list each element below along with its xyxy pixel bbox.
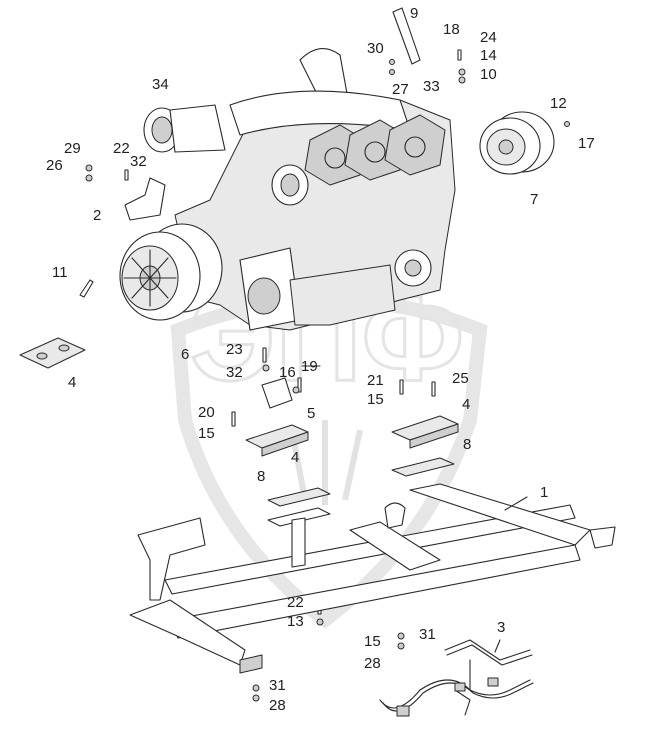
valve-covers [304,114,446,186]
label-32: 32 [130,153,147,170]
label-17: 17 [578,135,595,152]
label-28-lower: 28 [269,697,286,714]
label-5: 5 [307,405,315,422]
label-19: 19 [301,358,318,375]
label-7: 7 [530,191,538,208]
fasteners [85,49,570,702]
label-12: 12 [550,95,567,112]
label-2: 2 [93,207,101,224]
label-31: 31 [419,626,436,643]
label-4-right: 4 [462,396,470,413]
label-20: 20 [198,404,215,421]
label-22: 22 [113,140,130,157]
label-15-left: 15 [198,425,215,442]
label-16: 16 [279,364,296,381]
label-30: 30 [367,40,384,57]
frame-rail-rear [164,504,576,595]
label-25: 25 [452,370,469,387]
stud-part-11 [79,279,94,298]
label-11: 11 [52,264,68,281]
frame-part-1 [129,483,616,674]
turbocharger [143,104,226,153]
frame-post [291,517,306,568]
mount-stack-left [245,377,331,527]
label-9: 9 [410,5,418,22]
label-8-left: 8 [257,468,265,485]
label-21: 21 [367,372,384,389]
frame-bracket-left [137,517,206,601]
frame-end-right [589,526,616,549]
label-32-lower: 32 [226,364,243,381]
label-31-lower: 31 [269,677,286,694]
label-4-left: 4 [68,374,76,391]
label-29: 29 [64,140,81,157]
engine-mount-left [19,337,86,369]
label-18: 18 [443,21,460,38]
label-15: 15 [367,391,384,408]
label-28: 28 [364,655,381,672]
label-4-center: 4 [291,449,299,466]
label-14: 14 [480,47,497,64]
label-22-lower: 22 [287,594,304,611]
label-24: 24 [480,29,497,46]
frame-hook [384,502,406,529]
label-13: 13 [287,613,304,630]
frame-cross-mid [349,521,441,571]
label-15-lower: 15 [364,633,381,650]
label-10: 10 [480,66,497,83]
label-1: 1 [540,484,548,501]
label-27: 27 [392,81,409,98]
flywheel-housing [239,247,301,331]
label-26: 26 [46,157,63,174]
label-8-right: 8 [463,436,471,453]
wire-harness-part-3 [379,639,534,717]
label-6: 6 [181,346,189,363]
frame-rail-front [169,544,581,639]
pulley-part-7 [479,111,555,175]
oil-pan [289,264,396,326]
starter-gear [394,249,432,287]
bracket-part-2 [124,177,166,221]
frame-cross-left [129,599,246,666]
part-labels: 9 18 24 30 14 10 33 34 27 12 17 29 22 26… [46,5,595,714]
bracket-part-9 [392,7,421,65]
mount-stack-right [391,415,459,477]
leader-lines [301,365,528,653]
label-34: 34 [152,76,169,93]
crankshaft-pulley [119,223,223,321]
label-23: 23 [226,341,243,358]
turbocharger-right [271,164,309,206]
label-3: 3 [497,619,505,636]
label-33: 33 [423,78,440,95]
engine-assembly [119,48,456,331]
